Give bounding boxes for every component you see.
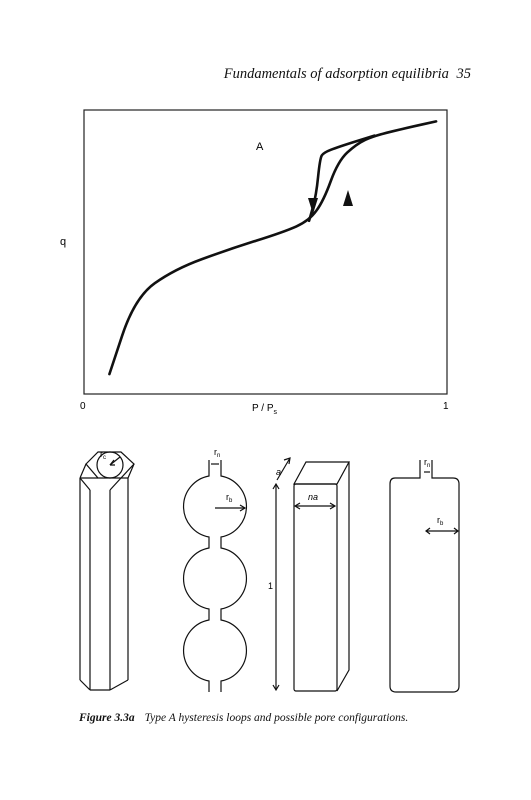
- loop-label: A: [256, 141, 264, 153]
- x-tick-max: 1: [443, 401, 449, 412]
- running-title: Fundamentals of adsorption equilibria: [223, 66, 449, 82]
- bottle-neck-sub: n: [427, 463, 430, 469]
- figure-number: Figure 3.3a: [79, 712, 135, 724]
- sphere-body-sub: b: [229, 498, 233, 504]
- caption-text: Type A hysteresis loops and possible por…: [144, 712, 409, 724]
- hexagonal-pore: [79, 451, 135, 691]
- plot-frame: [83, 109, 448, 395]
- slab-depth-label: a: [276, 467, 281, 477]
- desorption-arrow-icon: [308, 198, 318, 214]
- x-axis-label: P / Ps: [252, 403, 278, 416]
- hex-label-sub: c: [103, 455, 106, 461]
- bottle-neck-label: rn: [424, 457, 430, 469]
- bottle-neck-main: r: [424, 457, 427, 467]
- sphere-neck-main: r: [214, 447, 217, 457]
- slab-pore: [272, 457, 351, 692]
- adsorption-arrow-icon: [343, 190, 353, 206]
- bottle-body-label: rb: [437, 515, 444, 527]
- hex-label-main: r: [100, 449, 103, 459]
- page-number: 35: [456, 66, 472, 82]
- x-axis-label-main: P / P: [252, 403, 274, 414]
- running-header: Fundamentals of adsorption equilibria 35: [224, 66, 471, 83]
- y-axis-label: q: [60, 236, 66, 248]
- hex-label: rc: [100, 449, 106, 461]
- bottle-body-main: r: [437, 515, 440, 525]
- isotherm-curves: [108, 120, 438, 376]
- isotherm-main-branch: [108, 120, 438, 376]
- sphere-neck-label: rn: [214, 447, 220, 459]
- sphere-body-label: rb: [226, 492, 233, 504]
- slab-width-label: na: [308, 492, 318, 502]
- x-tick-min: 0: [80, 401, 86, 412]
- sphere-body-main: r: [226, 492, 229, 502]
- slab-length-label: 1: [268, 581, 273, 591]
- sphere-neck-sub: n: [217, 453, 220, 459]
- ink-bottle-pore: [389, 460, 460, 693]
- bottle-body-sub: b: [440, 521, 444, 527]
- sphere-chain-pore: [183, 460, 247, 692]
- x-axis-label-sub: s: [274, 409, 278, 416]
- figure-caption: Figure 3.3a Type A hysteresis loops and p…: [79, 712, 408, 724]
